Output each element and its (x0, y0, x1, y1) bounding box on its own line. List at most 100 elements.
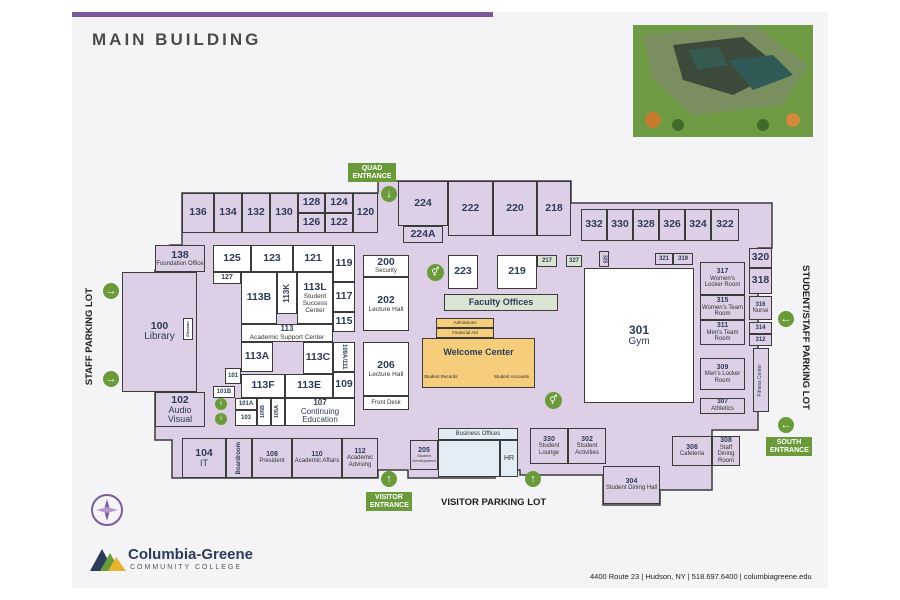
financial-aid[interactable]: Financial Aid (436, 328, 494, 338)
room-205[interactable]: 205 Student Development (410, 440, 438, 470)
room-106[interactable]: Boardroom (226, 438, 252, 478)
business-offices[interactable]: Business Offices (438, 428, 518, 440)
south-entrance-badge: SOUTH ENTRANCE (766, 437, 812, 457)
room-310[interactable]: Fitness Center (753, 348, 769, 412)
room-222[interactable]: 222 (448, 181, 493, 236)
room-105b[interactable]: 105B (257, 398, 271, 426)
room-127[interactable]: 127 (213, 272, 241, 284)
room-109a[interactable]: 109A/111 (333, 342, 355, 372)
room-124[interactable]: 124 (325, 193, 353, 213)
room-101a[interactable]: 101A (235, 398, 257, 410)
room-317[interactable]: 317 Women's Locker Room (700, 262, 745, 295)
room-113k[interactable]: 113K (277, 272, 297, 314)
arrow-up-icon[interactable]: ↑ (525, 471, 541, 487)
room-102[interactable]: 102 Audio Visual (155, 392, 205, 427)
room-number: 132 (247, 206, 265, 219)
room-113l[interactable]: 113L Student Success Center (297, 272, 333, 324)
room-324[interactable]: 324 (685, 209, 711, 241)
faculty-offices[interactable]: Faculty Offices (444, 294, 558, 311)
room-122[interactable]: 122 (325, 213, 353, 233)
room-325[interactable]: 325 (599, 251, 609, 267)
room-307[interactable]: 307 Athletics (700, 398, 745, 414)
room-320[interactable]: 320 (749, 248, 772, 268)
arrow-right-icon[interactable]: → (103, 371, 119, 387)
room-label: Boardroom (235, 441, 242, 475)
room-330[interactable]: 330 (607, 209, 633, 241)
room-315[interactable]: 315 Women's Team Room (700, 295, 745, 320)
room-125[interactable]: 125 (213, 245, 251, 272)
room-number: 108 (266, 451, 278, 459)
room-label: Security (375, 268, 397, 275)
room-200[interactable]: 200 Security (363, 255, 409, 277)
room-126[interactable]: 126 (298, 213, 325, 233)
room-112[interactable]: 112 Academic Advising (342, 438, 378, 478)
room-304[interactable]: 304 Student Dining Hall (603, 466, 660, 504)
room-number: 102 (171, 393, 189, 406)
room-136[interactable]: 136 (182, 193, 214, 233)
room-302[interactable]: 302 Student Activities (568, 428, 606, 464)
room-138[interactable]: 138 Foundation Office (155, 245, 205, 272)
room-328[interactable]: 328 (633, 209, 659, 241)
arrow-left-icon[interactable]: ← (778, 311, 794, 327)
room-224[interactable]: 224 (398, 181, 448, 226)
room-113[interactable]: 113 Academic Support Center (241, 324, 333, 342)
arrow-down-icon[interactable]: ↓ (381, 186, 397, 202)
room-103[interactable]: 103 (235, 410, 257, 426)
room-104[interactable]: 104 IT (182, 438, 226, 478)
room-113a[interactable]: 113A (241, 342, 273, 372)
room-314[interactable]: 314 (749, 322, 772, 334)
room-117[interactable]: 117 (333, 282, 355, 312)
room-109[interactable]: 109 (333, 372, 355, 398)
room-308[interactable]: 308 Staff Dining Room (712, 436, 740, 466)
front-desk[interactable]: Front Desk (363, 396, 409, 410)
room-311[interactable]: 311 Men's Team Room (700, 320, 745, 345)
room-327[interactable]: 327 (566, 255, 582, 267)
room-110[interactable]: 110 Academic Affairs (292, 438, 342, 478)
room-316[interactable]: 316 Nurse (749, 296, 772, 320)
room-113c[interactable]: 113C (303, 342, 333, 374)
room-219[interactable]: 219 (497, 255, 537, 289)
room-332[interactable]: 332 (581, 209, 607, 241)
room-107[interactable]: 107 Continuing Education (285, 398, 355, 426)
room-319[interactable]: 319 (673, 253, 693, 265)
room-120[interactable]: 120 (353, 193, 378, 233)
room-113b[interactable]: 113B (241, 272, 277, 324)
room-105a[interactable]: 105A (271, 398, 285, 426)
room-101b[interactable]: 101B (213, 386, 235, 398)
room-217[interactable]: 217 (537, 255, 557, 267)
room-134[interactable]: 134 (214, 193, 242, 233)
room-hr[interactable]: HR (500, 440, 518, 477)
room-218[interactable]: 218 (537, 181, 571, 236)
room-220[interactable]: 220 (493, 181, 537, 236)
room-321[interactable]: 321 (655, 253, 673, 265)
room-318[interactable]: 318 (749, 268, 772, 294)
room-223[interactable]: 223 (448, 255, 478, 289)
room-113e[interactable]: 113E (285, 374, 333, 398)
admissions[interactable]: Admissions (436, 318, 494, 328)
room-330-lounge[interactable]: 330 Student Lounge (530, 428, 568, 464)
arrow-left-icon[interactable]: ← (778, 417, 794, 433)
room-115[interactable]: 115 (333, 312, 355, 332)
room-number: 307 (717, 398, 728, 406)
room-130[interactable]: 130 (270, 193, 298, 233)
room-326[interactable]: 326 (659, 209, 685, 241)
welcome-center[interactable]: Welcome Center (422, 338, 535, 388)
room-309[interactable]: 309 Men's Locker Room (700, 358, 745, 390)
room-312[interactable]: 312 (749, 334, 772, 346)
room-113f[interactable]: 113F (241, 374, 285, 398)
room-202[interactable]: 202 Lecture Hall (363, 277, 409, 331)
room-101[interactable]: 101 (225, 368, 241, 384)
room-322[interactable]: 322 (711, 209, 739, 241)
room-224a[interactable]: 224A (403, 226, 443, 243)
room-206[interactable]: 206 Lecture Hall (363, 342, 409, 396)
room-119[interactable]: 119 (333, 245, 355, 282)
room-128[interactable]: 128 (298, 193, 325, 213)
room-108[interactable]: 108 President (252, 438, 292, 478)
room-123[interactable]: 123 (251, 245, 293, 272)
room-121[interactable]: 121 (293, 245, 333, 272)
room-306[interactable]: 306 Cafeteria (672, 436, 712, 466)
room-132[interactable]: 132 (242, 193, 270, 233)
arrow-right-icon[interactable]: → (103, 283, 119, 299)
room-301[interactable]: 301 Gym (584, 268, 694, 403)
arrow-up-icon[interactable]: ↑ (381, 471, 397, 487)
